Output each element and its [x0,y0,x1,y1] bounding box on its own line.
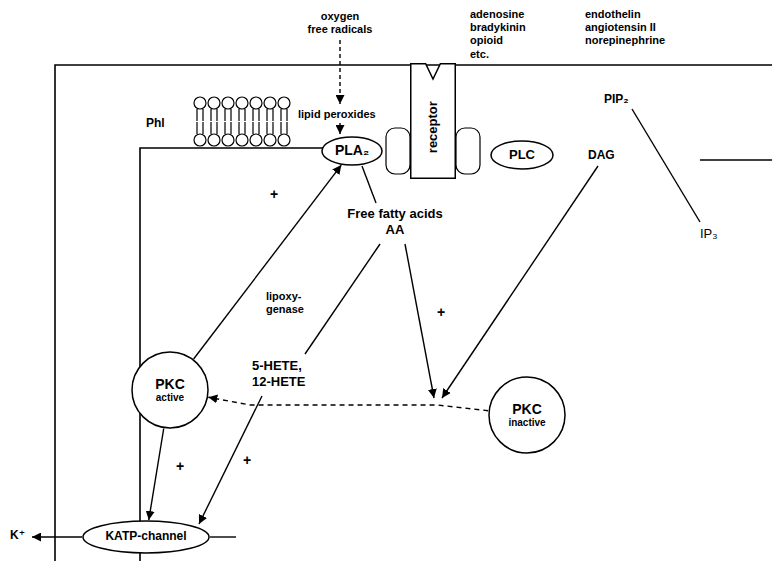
compound-label: PIP₂ [604,92,629,106]
signal-arrow [208,397,488,411]
compound-label: Free fatty acids AA [347,206,442,237]
ellipse-shape [132,352,208,428]
compound-label: 5-HETE, 12-HETE [252,358,305,389]
ellipse-shape [322,137,382,165]
lipid-head [208,97,220,109]
lipid-tails [197,109,287,134]
lipoxygenase-line [305,244,380,354]
dag-arrow [442,166,598,398]
lipid-head [236,134,248,146]
ion-label: K⁺ [10,528,25,542]
signal-arrow [194,165,342,359]
ellipse-shape [489,377,565,453]
channel-ellipse: KATP-channel [82,520,210,554]
radical-arrow [339,40,340,104]
lipid-head [264,134,276,146]
pip2-line [632,109,700,222]
ellipse-shape [491,141,553,169]
receptor-lobe [386,128,410,174]
node-text: PLA₂ [335,143,369,158]
kinase-circle: PKCinactive [488,376,566,454]
peroxide-arrow [339,123,340,134]
node-text: active [156,392,184,403]
lipid-head [278,134,290,146]
compound-label: DAG [588,148,615,162]
node-text: receptor [426,101,440,153]
aa-arrow [405,244,434,398]
stimulus-label: oxygen free radicals [308,10,373,36]
potassium-arrow [32,536,82,537]
enzyme-label: lipoxy- genase [266,290,304,316]
lipid-head [222,134,234,146]
plus-sign: + [270,186,278,203]
receptor-box: receptor [410,63,456,179]
enzyme-ellipse: PLC [490,140,554,170]
node-text: KATP-channel [105,530,186,543]
plus-sign: + [176,458,184,475]
lipid-head [264,97,276,109]
compound-label: IP₃ [700,226,718,242]
phospholipid-label: Phl [146,116,165,130]
lipid-head [278,97,290,109]
lipid-head [222,97,234,109]
fatty-acid-line [362,166,376,203]
lipid-head [236,97,248,109]
node-text: inactive [508,417,545,428]
membrane-inner-line [700,159,772,161]
lipid-head [208,134,220,146]
node-text: PLC [509,148,535,162]
signal-arrow [149,428,164,520]
kinase-circle: PKCactive [131,351,209,429]
receptor-lobe [456,128,480,174]
lipid-head [194,97,206,109]
lipid-head [250,97,262,109]
node-text: PKC [512,402,542,417]
agonist-list: endothelin angiotensin II norepinephrine [585,8,665,48]
enzyme-ellipse: PLA₂ [321,136,383,166]
plus-sign: + [243,452,251,469]
receptor-shape [411,64,456,179]
compound-label: lipid peroxides [298,108,376,121]
node-text: PKC [155,377,185,392]
ellipse-shape [83,521,209,553]
hete-arrow [199,396,262,524]
lipid-head [194,134,206,146]
agonist-list: adenosine bradykinin opioid etc. [470,8,526,61]
lipid-head [250,134,262,146]
channel-line [210,536,236,537]
plus-sign: + [437,304,445,321]
